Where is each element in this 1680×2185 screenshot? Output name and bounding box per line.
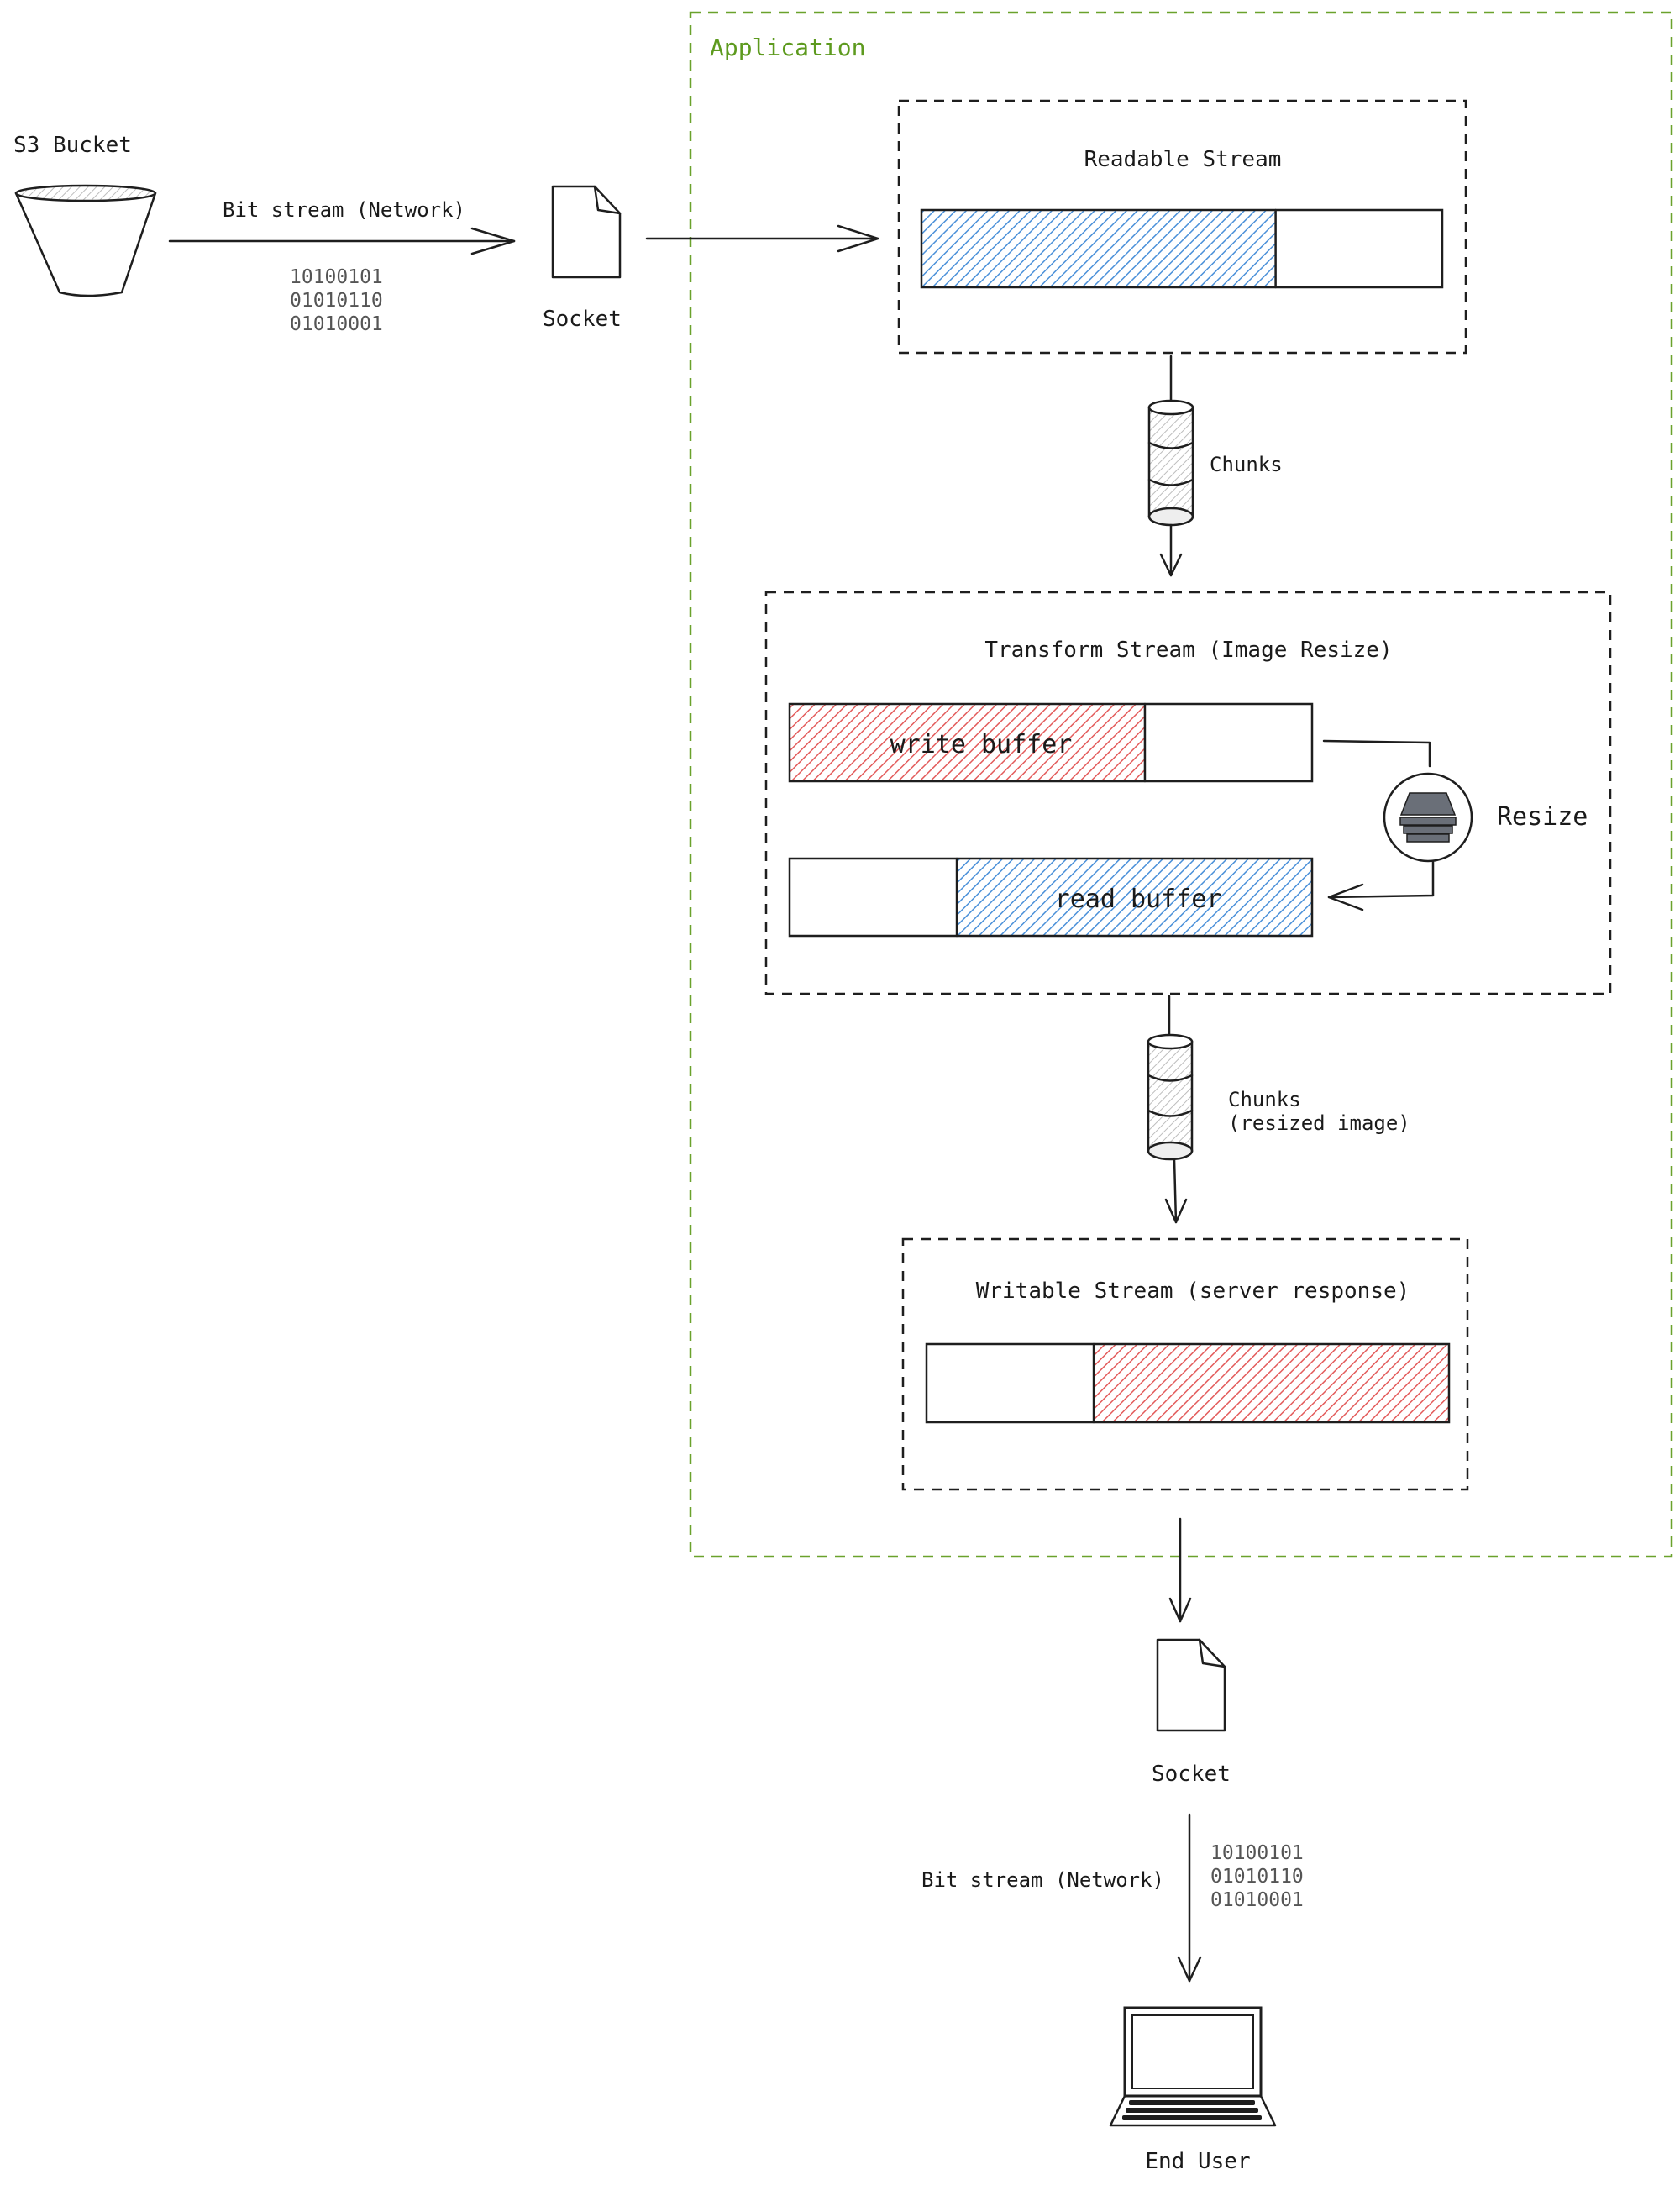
application-label: Application (710, 34, 865, 61)
chunks-2-label-line-1: Chunks (1228, 1088, 1301, 1111)
layers-icon (1399, 792, 1457, 843)
readable-buffer-fill (921, 210, 1276, 287)
write-buffer-label: write buffer (890, 730, 1073, 759)
read-buffer-bar: read buffer (788, 857, 1314, 938)
app-to-socket-edge (1168, 1517, 1192, 1623)
resize-node (1383, 772, 1473, 863)
transform-stream: Transform Stream (Image Resize) write bu… (764, 591, 1612, 995)
resize-to-read-connector (1327, 859, 1435, 899)
socket-in-label: Socket (543, 307, 622, 332)
s3-bucket-label: S3 Bucket (13, 133, 132, 158)
network-in-bits-3: 01010001 (290, 313, 383, 335)
network-in-bits-2: 01010110 (290, 290, 383, 312)
writable-stream: Writable Stream (server response) (901, 1237, 1469, 1491)
chunks-edge-1: Chunks (1147, 355, 1283, 577)
document-icon (551, 185, 622, 279)
network-out-bits-1: 10100101 (1210, 1842, 1304, 1864)
network-out-bits-3: 01010001 (1210, 1889, 1304, 1911)
resize-label: Resize (1497, 802, 1588, 832)
s3-bucket: S3 Bucket (13, 133, 157, 297)
chunks-edge-2: Chunks (resized image) (1147, 995, 1410, 1224)
socket-out-label: Socket (1152, 1762, 1231, 1787)
laptop-icon (1109, 2006, 1277, 2127)
socket-out: Socket (1152, 1638, 1231, 1787)
transform-stream-title: Transform Stream (Image Resize) (984, 638, 1392, 663)
writable-buffer-bar (925, 1342, 1451, 1424)
write-to-resize-connector (1322, 739, 1431, 768)
bucket-icon (14, 184, 157, 297)
readable-stream-title: Readable Stream (1084, 147, 1282, 172)
writable-buffer-fill (1094, 1344, 1449, 1422)
network-in-bits-1: 10100101 (290, 266, 383, 288)
network-in-label: Bit stream (Network) (223, 198, 465, 222)
write-buffer-bar: write buffer (788, 702, 1314, 783)
network-out-edge: Bit stream (Network) 10100101 01010110 0… (921, 1813, 1304, 1983)
read-buffer-fill (957, 859, 1312, 936)
chunks-cylinder-icon (1147, 1033, 1194, 1161)
application-container: Application (689, 11, 1673, 1558)
network-out-bits-2: 01010110 (1210, 1866, 1304, 1888)
socket-in: Socket (543, 185, 622, 332)
read-buffer-label: read buffer (1055, 885, 1222, 914)
readable-stream: Readable Stream (897, 99, 1467, 355)
chunks-1-label: Chunks (1210, 453, 1283, 476)
chunks-2-label-line-2: (resized image) (1228, 1111, 1410, 1135)
end-user-label: End User (1145, 2149, 1250, 2174)
network-out-label: Bit stream (Network) (921, 1868, 1164, 1892)
chunks-cylinder-icon (1147, 399, 1194, 527)
network-in-edge: Bit stream (Network) 10100101 01010110 0… (168, 198, 516, 335)
readable-buffer-bar (920, 208, 1444, 289)
end-user: End User (1109, 2006, 1277, 2174)
document-icon (1156, 1638, 1226, 1732)
writable-stream-title: Writable Stream (server response) (976, 1279, 1410, 1304)
socket-to-readable-edge (645, 224, 879, 253)
write-buffer-fill (790, 704, 1145, 781)
